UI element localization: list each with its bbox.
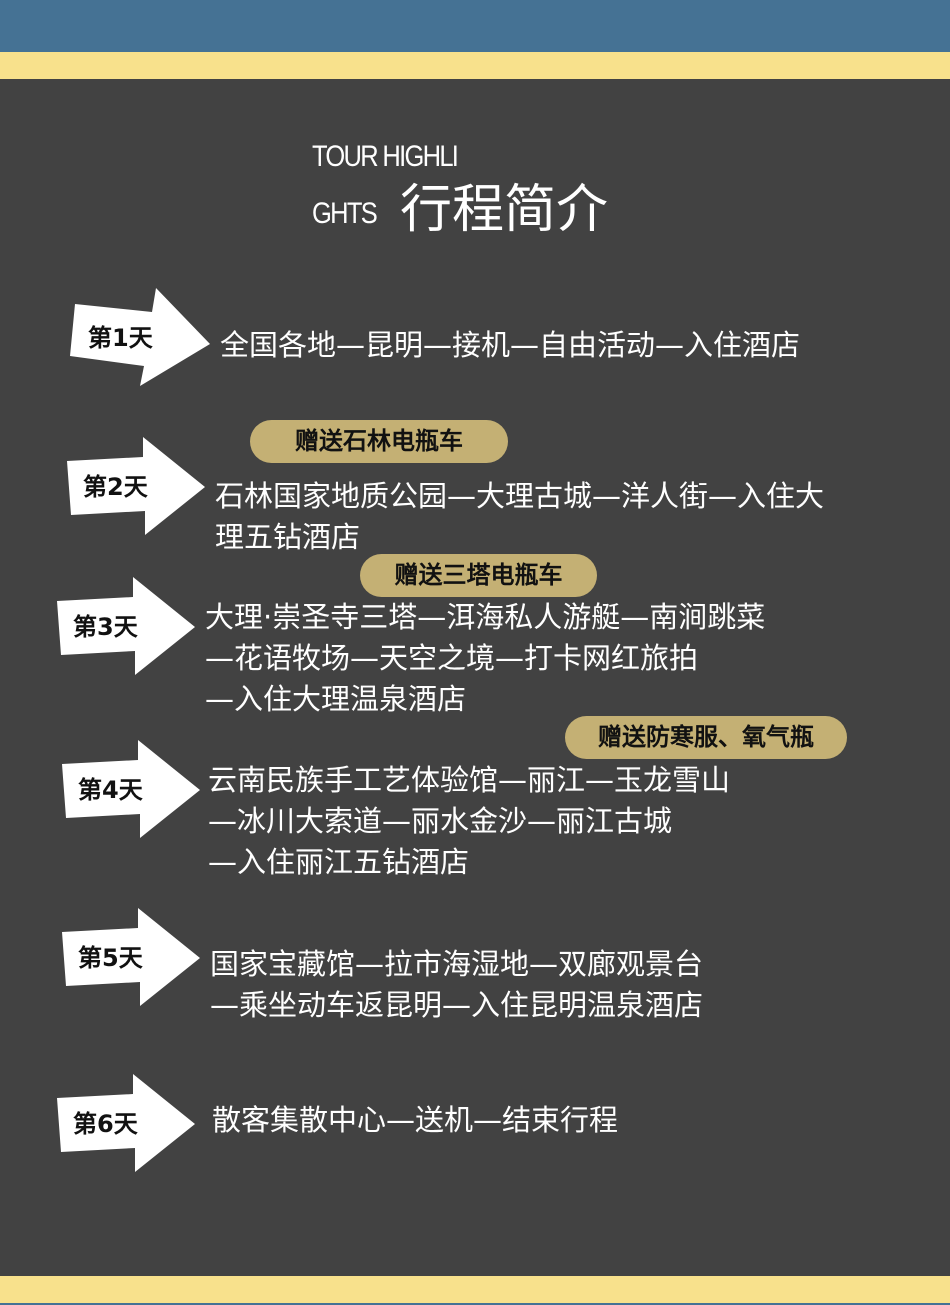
day-6-label: 第6天 — [73, 1110, 138, 1138]
day-2-gift-badge: 赠送石林电瓶车 — [250, 420, 508, 463]
day-4-arrow-icon: 第4天 — [60, 740, 200, 838]
top-yellow-band — [0, 52, 950, 79]
day-4-label: 第4天 — [78, 776, 143, 804]
title-english-line2: GHTS — [312, 197, 378, 230]
itinerary-line: —乘坐动车返昆明—入住昆明温泉酒店 — [210, 988, 704, 1022]
itinerary-line: 大理·崇圣寺三塔—洱海私人游艇—南涧跳菜 — [205, 600, 766, 634]
itinerary-line: —花语牧场—天空之境—打卡网红旅拍 — [205, 641, 699, 675]
itinerary-line: 全国各地—昆明—接机—自由活动—入住酒店 — [220, 328, 801, 362]
title-english-line1: TOUR HIGHLI — [312, 140, 459, 173]
day-1-label: 第1天 — [88, 324, 153, 352]
bottom-blue-band — [0, 1303, 950, 1305]
day-5-arrow-icon: 第5天 — [60, 908, 200, 1006]
day-2-arrow-icon: 第2天 — [65, 437, 205, 535]
day-5-label: 第5天 — [78, 944, 143, 972]
day-1-itinerary: 全国各地—昆明—接机—自由活动—入住酒店 — [220, 325, 800, 366]
itinerary-line: —入住大理温泉酒店 — [205, 682, 467, 716]
bottom-yellow-band — [0, 1276, 950, 1303]
day-4-gift-badge: 赠送防寒服、氧气瓶 — [565, 716, 847, 759]
itinerary-line: —冰川大索道—丽水金沙—丽江古城 — [208, 804, 673, 838]
day-3-itinerary: 大理·崇圣寺三塔—洱海私人游艇—南涧跳菜 —花语牧场—天空之境—打卡网红旅拍 —… — [205, 597, 765, 720]
day-6-itinerary: 散客集散中心—送机—结束行程 — [212, 1100, 618, 1141]
day-4-itinerary: 云南民族手工艺体验馆—丽江—玉龙雪山 —冰川大索道—丽水金沙—丽江古城 —入住丽… — [208, 760, 730, 883]
itinerary-line: 石林国家地质公园—大理古城—洋人街—入住大 — [215, 479, 825, 513]
itinerary-line: 云南民族手工艺体验馆—丽江—玉龙雪山 — [208, 763, 731, 797]
itinerary-line: 理五钻酒店 — [215, 520, 361, 554]
page-title: 行程简介 — [400, 180, 609, 240]
day-3-arrow-icon: 第3天 — [55, 577, 195, 675]
day-3-label: 第3天 — [73, 613, 138, 641]
day-6-arrow-icon: 第6天 — [55, 1074, 195, 1172]
top-blue-band — [0, 0, 950, 52]
itinerary-line: —入住丽江五钻酒店 — [208, 845, 470, 879]
itinerary-line: 散客集散中心—送机—结束行程 — [212, 1103, 619, 1137]
day-2-itinerary: 石林国家地质公园—大理古城—洋人街—入住大 理五钻酒店 — [215, 476, 824, 558]
day-3-gift-badge: 赠送三塔电瓶车 — [360, 554, 597, 597]
itinerary-line: 国家宝藏馆—拉市海湿地—双廊观景台 — [210, 947, 704, 981]
day-2-label: 第2天 — [83, 473, 148, 501]
day-1-arrow-icon: 第1天 — [70, 288, 210, 386]
day-5-itinerary: 国家宝藏馆—拉市海湿地—双廊观景台 —乘坐动车返昆明—入住昆明温泉酒店 — [210, 944, 703, 1026]
